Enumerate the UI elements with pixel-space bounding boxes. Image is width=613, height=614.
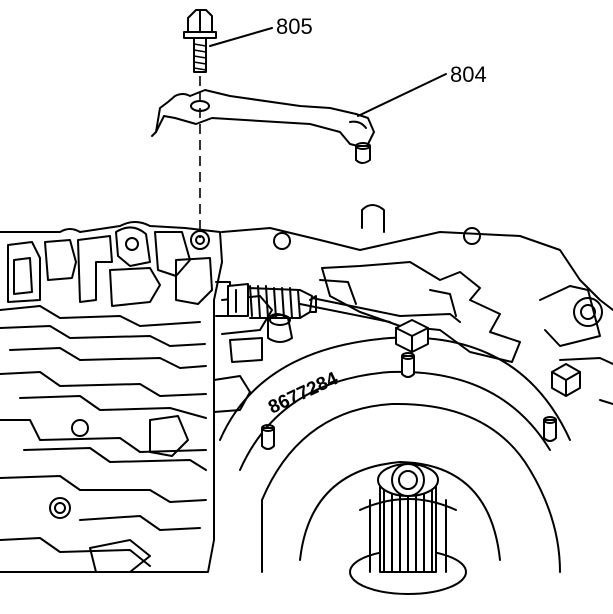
leader-line-805 — [209, 27, 273, 47]
bracket-804 — [151, 89, 375, 164]
valve-body — [0, 221, 273, 573]
bolt-805 — [183, 9, 217, 73]
studs — [261, 352, 557, 450]
detent-spring — [215, 281, 317, 343]
input-shaft — [349, 463, 467, 595]
transmission-case — [221, 204, 613, 405]
leader-line-804 — [357, 73, 447, 117]
converter-housing — [219, 336, 571, 573]
callout-label-805: 805 — [276, 14, 313, 39]
callout-label-804: 804 — [450, 62, 487, 87]
nuts — [395, 319, 581, 397]
figure-id: 8677284 — [265, 368, 341, 418]
manual-linkage — [299, 261, 521, 363]
